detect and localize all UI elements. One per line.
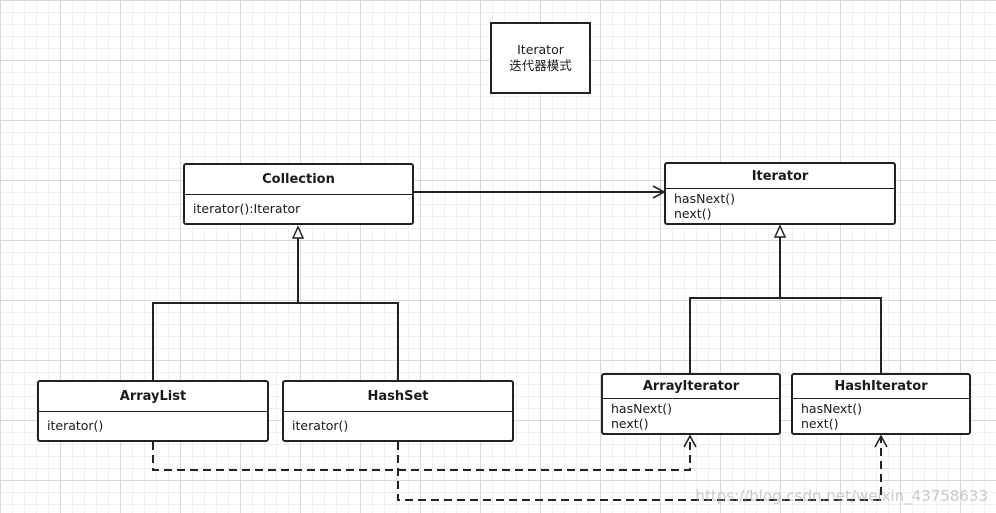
class-name: ArrayList [39,382,267,412]
class-name: Collection [185,165,412,195]
method-hasnext: hasNext() [801,401,862,416]
realization-hashset-collection [298,302,399,381]
class-hashiterator[interactable]: HashIterator hasNext() next() [791,373,971,435]
note-title: Iterator [517,42,564,57]
realization-arraylist-collection [152,302,298,381]
method-hasnext: hasNext() [611,401,672,416]
class-hashset[interactable]: HashSet iterator() [282,380,514,442]
method-iterator: iterator():Iterator [193,200,301,216]
note-subtitle: 迭代器模式 [509,58,572,73]
class-collection[interactable]: Collection iterator():Iterator [183,163,414,225]
method-iterator: iterator() [292,417,349,433]
class-name: HashIterator [793,375,969,399]
class-arraylist[interactable]: ArrayList iterator() [37,380,269,442]
method-hasnext: hasNext() [674,191,735,206]
method-next: next() [801,416,839,431]
method-iterator: iterator() [47,417,104,433]
dependency-arraylist-arrayiterator [152,434,697,471]
pattern-note[interactable]: Iterator 迭代器模式 [490,22,591,94]
class-name: HashSet [284,382,512,412]
watermark: https://blog.csdn.net/weixin_43758633 [695,487,988,505]
class-name: ArrayIterator [603,375,779,399]
dependency-hashset-hashiterator [397,434,888,501]
class-name: Iterator [666,164,894,189]
method-next: next() [674,206,712,221]
realization-arrayiterator-iterator [689,297,780,374]
realization-hashiterator-iterator [780,297,882,374]
method-next: next() [611,416,649,431]
class-iterator[interactable]: Iterator hasNext() next() [664,162,896,225]
class-arrayiterator[interactable]: ArrayIterator hasNext() next() [601,373,781,435]
